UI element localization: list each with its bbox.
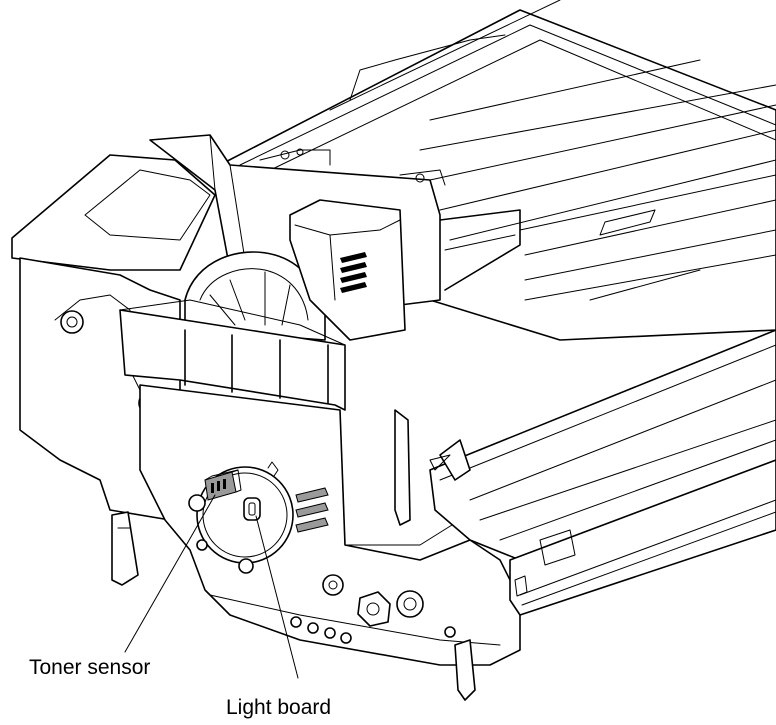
toner-sensor-label: Toner sensor <box>29 656 150 679</box>
toner-sensor-leader <box>124 494 216 653</box>
rear-housing <box>209 0 776 341</box>
lower-housing <box>139 384 521 666</box>
left-handle <box>11 154 216 271</box>
leader-lines <box>124 494 299 679</box>
toner-sensor <box>204 469 242 501</box>
hopper-top <box>289 199 406 341</box>
hopper-front <box>119 299 346 411</box>
light-board-leader <box>255 515 299 679</box>
light-board-label: Light board <box>226 696 331 719</box>
drum-body <box>394 329 776 701</box>
light-board <box>243 497 261 521</box>
